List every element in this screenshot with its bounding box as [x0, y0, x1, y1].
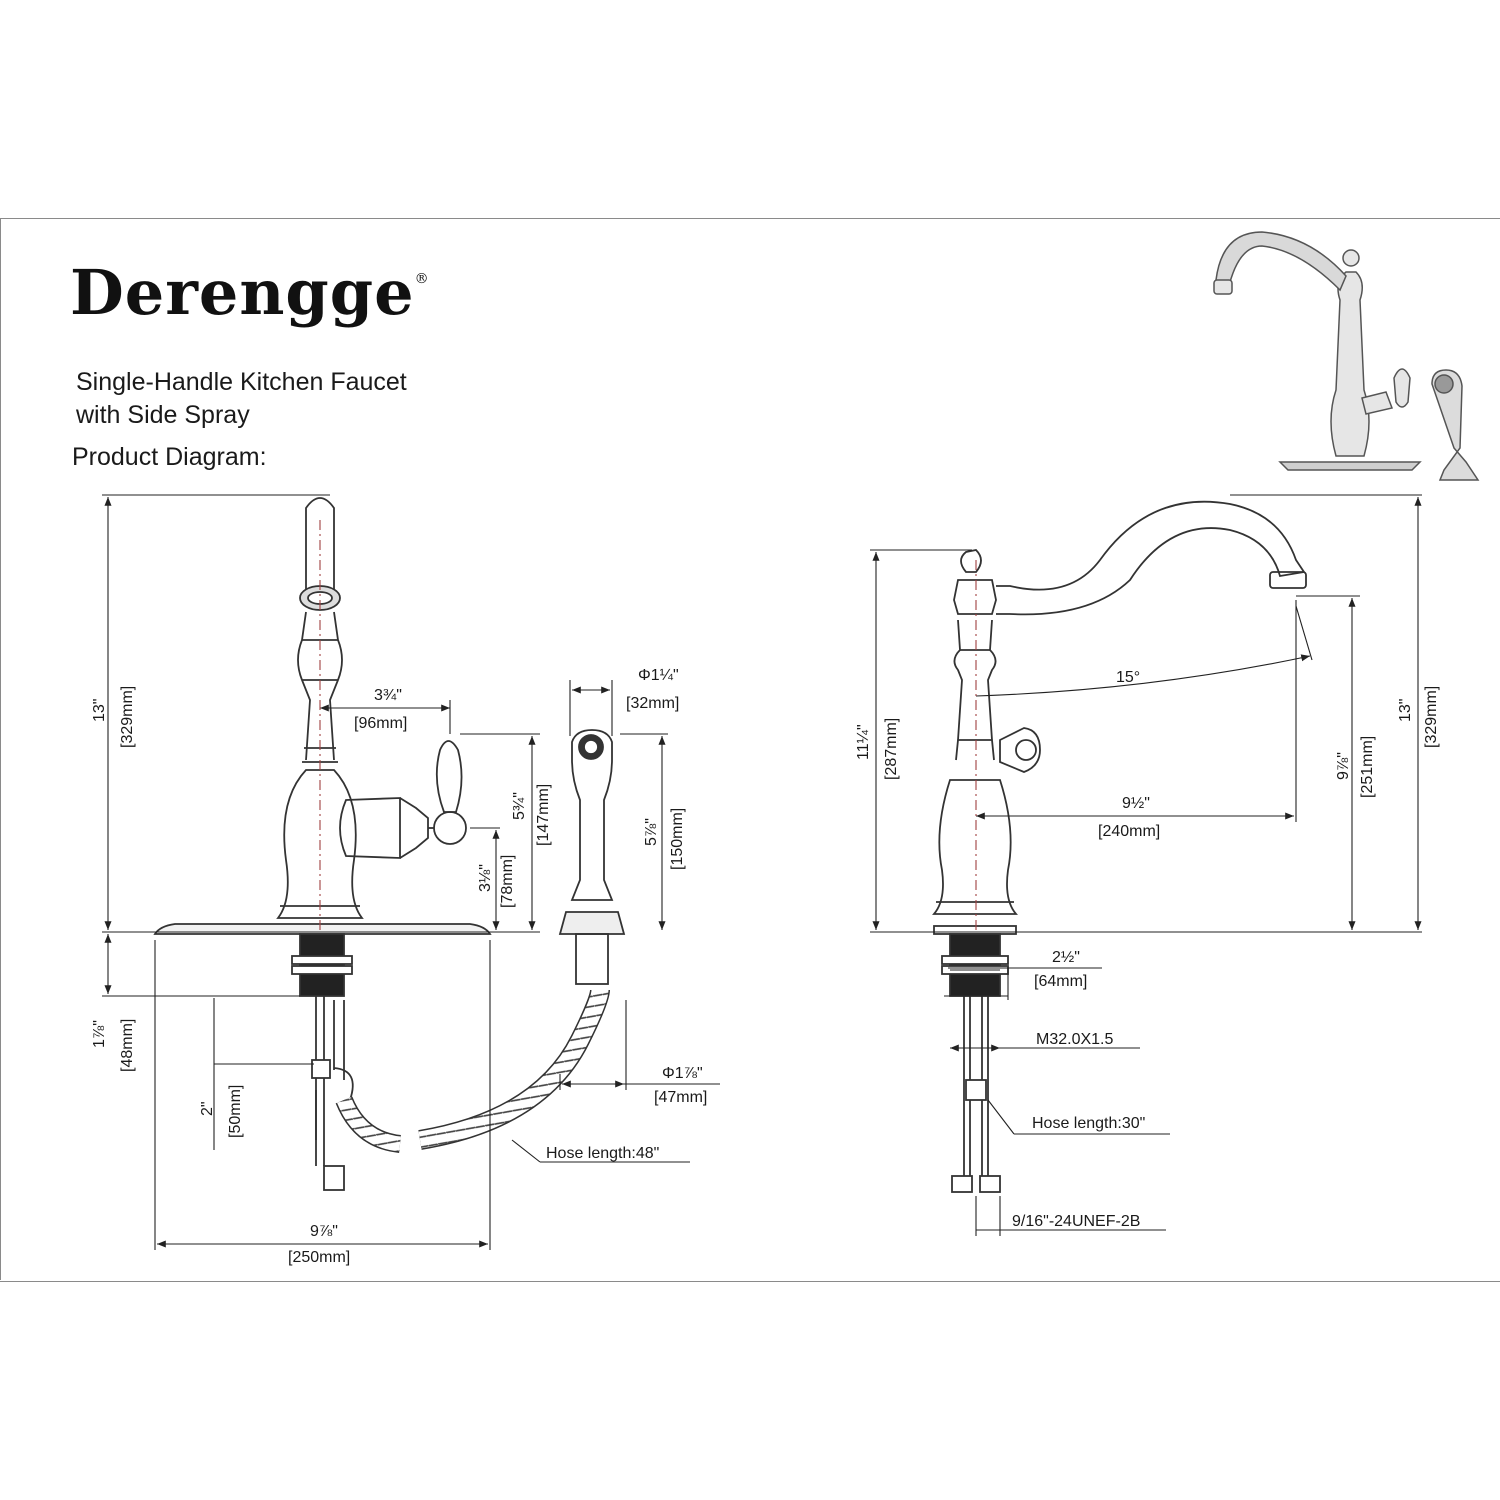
spout-clearance-inch: 9⅞" — [1335, 752, 1352, 780]
handle-center-height-mm: [78mm] — [499, 855, 516, 908]
side-total-height-mm: [329mm] — [1423, 686, 1440, 748]
spout-reach-inch: 9½" — [1122, 795, 1150, 812]
side-view-faucet — [932, 500, 1307, 1193]
brand-logo: Derengge® — [70, 262, 430, 324]
product-title-line-1: Single-Handle Kitchen Faucet — [76, 368, 407, 396]
front-total-height-mm: [329mm] — [119, 686, 136, 748]
spray-head-diameter-mm: [32mm] — [626, 695, 679, 712]
spray-base-diameter-inch: Φ1⅞" — [662, 1065, 703, 1082]
shank-top-mm: [48mm] — [119, 1019, 136, 1072]
handle-height-inch: 5¾" — [511, 792, 528, 820]
handle-offset-mm: [96mm] — [354, 715, 407, 732]
side-hose-length: Hose length:30" — [1032, 1115, 1145, 1132]
faucet-product-photo-icon — [1213, 231, 1480, 481]
side-body-height-inch: 11¼" — [855, 724, 872, 760]
shank-diameter-mm: [64mm] — [1034, 973, 1087, 990]
drawing-frame — [0, 218, 1500, 1282]
side-dimension-lines — [870, 494, 1422, 1236]
shank-top-inch: 1⅞" — [91, 1020, 108, 1048]
front-hose-length: Hose length:48" — [546, 1145, 659, 1162]
handle-height-mm: [147mm] — [535, 784, 552, 846]
product-title-line-2: with Side Spray — [76, 401, 250, 429]
brand-name: Derengge — [70, 256, 415, 329]
swivel-angle: 15° — [1116, 669, 1140, 686]
front-total-height-inch: 13" — [91, 699, 108, 722]
shank-diameter-inch: 2½" — [1052, 949, 1080, 966]
spout-clearance-mm: [251mm] — [1359, 736, 1376, 798]
handle-offset-inch: 3¾" — [374, 687, 402, 704]
deck-plate-width-mm: [250mm] — [288, 1249, 350, 1266]
front-dimension-lines — [102, 494, 720, 1250]
side-spray — [558, 729, 626, 985]
deck-plate-width-inch: 9⅞" — [310, 1223, 338, 1240]
connector-spec: 9/16"-24UNEF-2B — [1012, 1213, 1140, 1230]
shank-lower-inch: 2" — [199, 1101, 216, 1116]
spray-height-inch: 5⅞" — [643, 818, 660, 846]
side-total-height-inch: 13" — [1397, 699, 1414, 722]
thread-spec: M32.0X1.5 — [1036, 1031, 1113, 1048]
frame-left-border — [0, 218, 1, 1280]
side-body-height-mm: [287mm] — [883, 718, 900, 780]
braided-hose — [335, 988, 610, 1153]
spout-reach-mm: [240mm] — [1098, 823, 1160, 840]
registered-mark: ® — [414, 271, 430, 287]
diagram-heading: Product Diagram: — [72, 443, 267, 471]
spray-base-diameter-mm: [47mm] — [654, 1089, 707, 1106]
shank-lower-mm: [50mm] — [227, 1085, 244, 1138]
spray-height-mm: [150mm] — [669, 808, 686, 870]
handle-center-height-inch: 3⅛" — [477, 864, 494, 892]
front-view-faucet — [153, 497, 492, 1191]
spray-head-diameter-inch: Φ1¼" — [638, 667, 679, 684]
